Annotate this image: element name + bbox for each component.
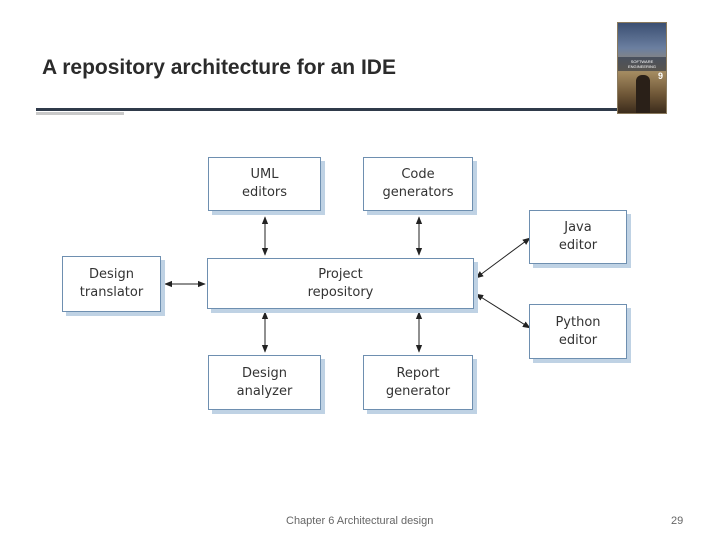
design-analyzer-line1: Design (242, 365, 287, 381)
uml-editors-box: UML editors (208, 157, 321, 211)
book-cover-image: SOFTWARE ENGINEERING 9 (617, 22, 667, 114)
connector-java-editor (475, 237, 531, 279)
uml-editors-line2: editors (241, 185, 288, 200)
design-translator-box: Design translator (62, 256, 161, 312)
book-cover-edition: 9 (657, 71, 663, 81)
project-repository-line1: Project (318, 266, 363, 282)
project-repository-box: Project repository (207, 258, 474, 309)
book-cover-figure (636, 75, 650, 113)
report-generator-line2: generator (385, 383, 451, 399)
design-analyzer-box: Design analyzer (208, 355, 321, 410)
book-cover-band (618, 57, 666, 71)
project-repository-line2: repository (307, 284, 374, 300)
title-divider (36, 108, 620, 111)
design-translator-line1: Design (89, 267, 134, 282)
slide-footer: Chapter 6 Architectural design (286, 515, 434, 527)
python-editor-line2: editor (558, 332, 598, 348)
java-editor-line1: Java (564, 220, 592, 235)
design-analyzer-line2: analyzer (236, 383, 293, 399)
java-editor-line2: editor (558, 238, 598, 253)
slide-title: A repository architecture for an IDE (42, 56, 396, 79)
book-cover-title: SOFTWARE ENGINEERING (627, 59, 656, 69)
uml-editors-line1: UML (250, 167, 279, 182)
code-generators-box: Code generators (363, 157, 473, 211)
report-generator-box: Report generator (363, 355, 473, 410)
page-number: 29 (671, 515, 684, 527)
title-divider-accent (36, 112, 124, 115)
design-translator-line2: translator (79, 285, 144, 300)
python-editor-line1: Python (555, 314, 601, 330)
report-generator-line1: Report (396, 365, 440, 381)
python-editor-box: Python editor (529, 304, 627, 359)
code-generators-line1: Code (401, 167, 435, 182)
java-editor-box: Java editor (529, 210, 627, 264)
code-generators-line2: generators (382, 185, 454, 200)
connector-python-editor (475, 293, 531, 329)
